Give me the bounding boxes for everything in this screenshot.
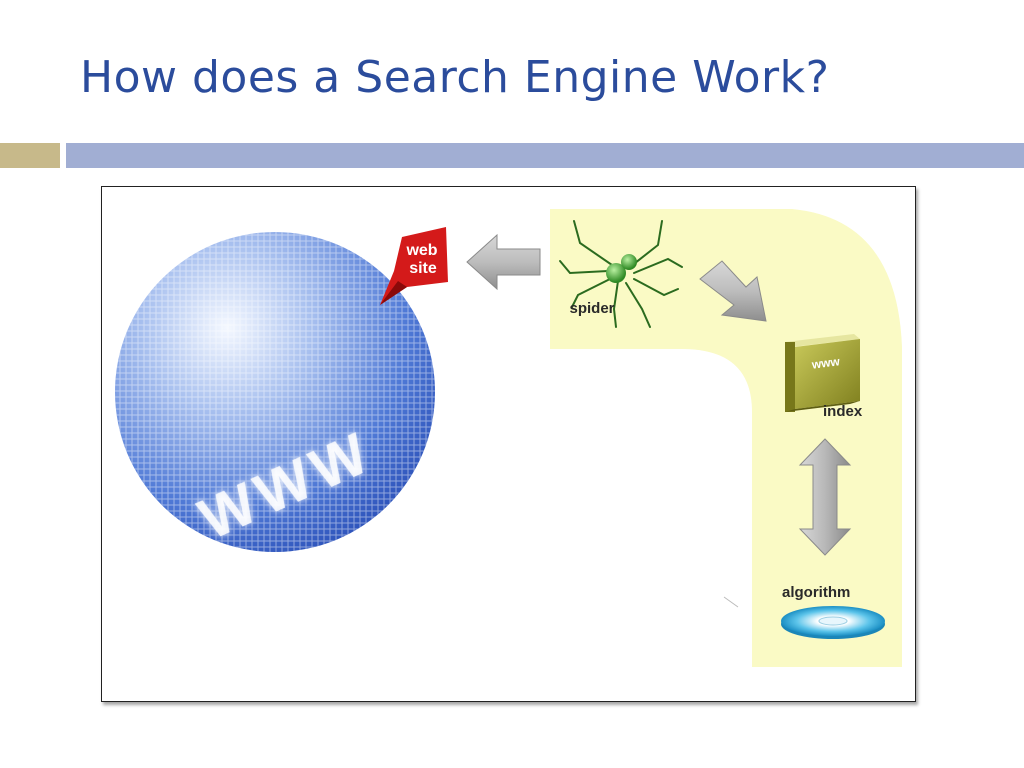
diagram-canvas: WWW web site spider — [115, 209, 902, 667]
spider-label: spider — [569, 300, 614, 317]
slide-title: How does a Search Engine Work? — [80, 52, 830, 103]
diagram-frame: WWW web site spider — [101, 186, 916, 702]
index-book-text: www — [810, 354, 841, 372]
website-badge-line1: web — [405, 242, 437, 259]
arrow-to-index — [699, 260, 767, 322]
website-badge: web site — [380, 227, 448, 305]
accent-bar-right — [66, 143, 1024, 168]
arrow-to-website — [466, 233, 541, 291]
index-label: index — [823, 403, 863, 420]
spider-icon — [559, 220, 683, 328]
algorithm-label: algorithm — [782, 584, 850, 601]
crawl-pathway — [550, 209, 902, 667]
stray-mark — [723, 596, 739, 608]
accent-bar-left — [0, 143, 60, 168]
www-globe — [115, 232, 435, 552]
arrow-index-algorithm — [798, 438, 852, 556]
website-badge-line2: site — [409, 260, 437, 277]
algorithm-disc-icon — [781, 606, 885, 639]
index-book-icon: www — [785, 334, 860, 412]
